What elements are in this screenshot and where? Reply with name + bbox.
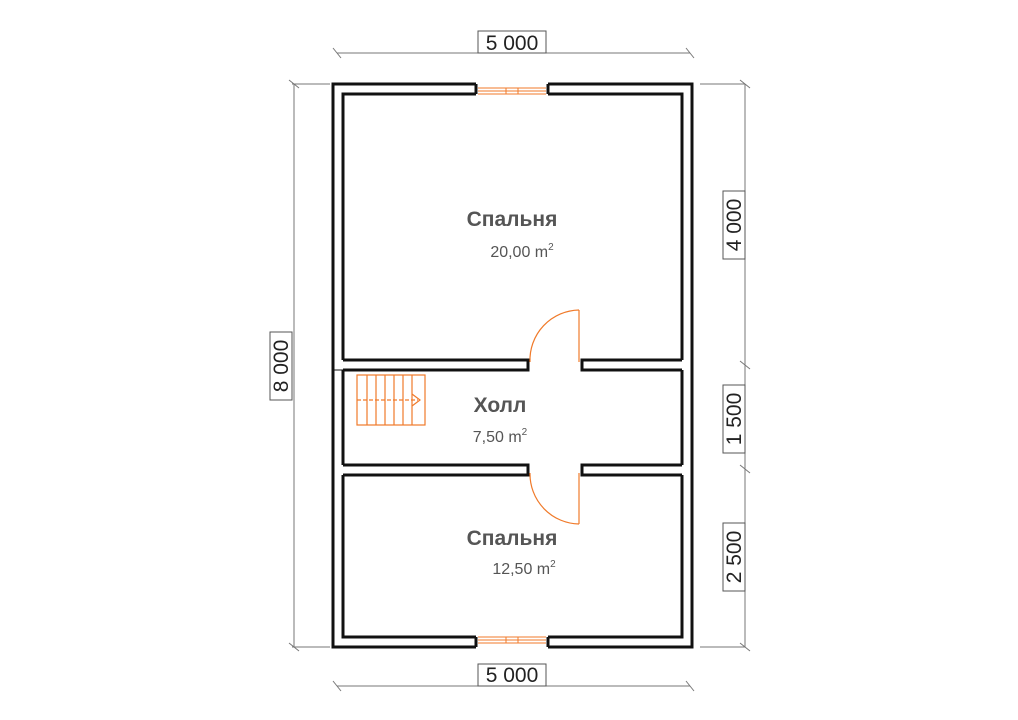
room-hall: Холл 7,50 m2 [473, 394, 528, 446]
window-icon [478, 636, 546, 644]
dimension-label-left: 8 000 [269, 331, 293, 401]
dim-bottom-text: 5 000 [486, 664, 539, 687]
dim-right-middle-text: 1 500 [723, 393, 746, 446]
stairs-icon [356, 374, 426, 426]
dimension-label-bottom: 5 000 [477, 663, 547, 687]
dim-right-upper-text: 4 000 [723, 199, 746, 252]
dim-right-lower-text: 2 500 [723, 531, 746, 584]
walls [331, 82, 694, 649]
door-swing-icon [529, 309, 580, 363]
door-swing-icon [529, 472, 580, 525]
room-name: Холл [474, 394, 527, 417]
dim-top-text: 5 000 [486, 32, 539, 55]
room-bedroom-lower: Спальня 12,50 m2 [467, 527, 558, 578]
room-name: Спальня [467, 208, 558, 231]
dimension-label-right-middle: 1 500 [722, 384, 746, 454]
dim-left-text: 8 000 [270, 340, 293, 393]
room-area: 20,00 m2 [490, 242, 554, 261]
room-area: 12,50 m2 [492, 559, 556, 578]
partition-lower [343, 463, 682, 477]
room-area: 7,50 m2 [473, 427, 528, 446]
room-bedroom-upper: Спальня 20,00 m2 [467, 208, 558, 261]
dimension-label-right-lower: 2 500 [722, 522, 746, 592]
room-name: Спальня [467, 527, 558, 550]
outer-wall-inner [341, 92, 684, 639]
dimension-label-right-upper: 4 000 [722, 190, 746, 260]
dimension-label-top: 5 000 [477, 30, 547, 55]
window-icon [478, 87, 546, 95]
outer-wall-outer [331, 82, 694, 649]
partition-upper [343, 358, 682, 372]
